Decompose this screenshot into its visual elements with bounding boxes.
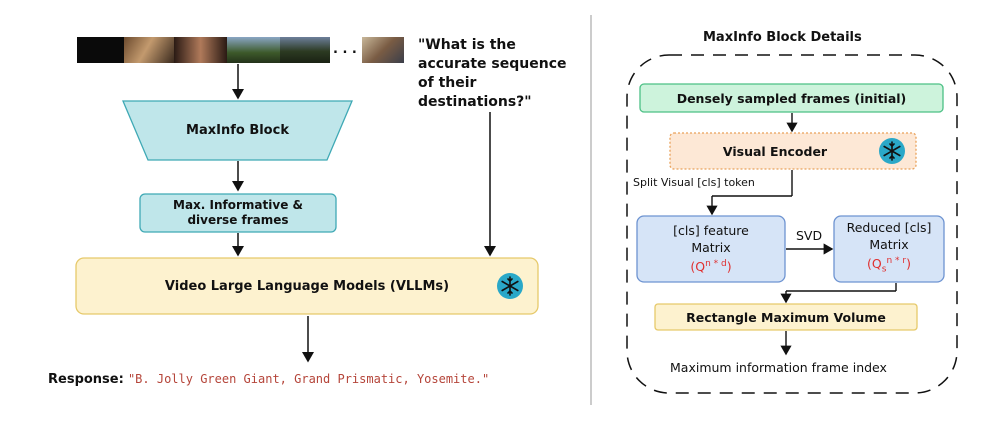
reduced-formula-sub: s: [881, 264, 887, 275]
dense-frames-label: Densely sampled frames (initial): [676, 90, 907, 106]
split-token-label: Split Visual [cls] token: [632, 176, 756, 189]
cls-matrix-formula-sup: n * d: [705, 259, 727, 270]
rect-max-volume-shape: [654, 303, 918, 331]
video-frame-last: [362, 37, 404, 63]
cls-matrix-line-1: [cls] feature: [673, 223, 749, 239]
cls-matrix-formula-close: ): [726, 259, 732, 275]
informative-line-1: Max. Informative &: [173, 198, 303, 212]
informative-frames-shape: [139, 193, 337, 233]
dense-frames-shape: [639, 83, 944, 113]
snowflake-icon: [496, 272, 524, 300]
video-frame-5: [280, 37, 330, 63]
question-line-1: "What is the: [418, 37, 516, 53]
reduced-line-2: Matrix: [869, 237, 909, 253]
cls-matrix-line-2: Matrix: [691, 240, 731, 256]
video-frame-4: [227, 37, 280, 63]
reduced-line-1: Reduced [cls]: [846, 220, 932, 236]
informative-line-2: diverse frames: [187, 213, 289, 227]
visual-encoder-label: Visual Encoder: [722, 143, 828, 159]
response-line: Response: "B. Jolly Green Giant, Grand P…: [48, 372, 489, 387]
svd-label: SVD: [796, 228, 823, 243]
snowflake-icon-encoder: [878, 137, 906, 165]
reduced-formula-open: (Q: [867, 256, 882, 272]
cls-matrix-formula-open: (Q: [690, 259, 706, 275]
question-line-4: destinations?": [418, 94, 532, 110]
question-line-3: of their: [418, 75, 477, 91]
cls-matrix-label: [cls] feature Matrix (Qn * d): [637, 216, 785, 282]
informative-frames-label: Max. Informative & diverse frames: [140, 194, 336, 232]
rect-max-volume-label: Rectangle Maximum Volume: [686, 309, 886, 325]
visual-encoder-shape: [669, 132, 917, 170]
question-line-2: accurate sequence: [418, 56, 567, 72]
video-frame-1: [77, 37, 124, 63]
response-text: "B. Jolly Green Giant, Grand Prismatic, …: [127, 372, 490, 386]
reduced-matrix-shape: [833, 215, 945, 283]
reduced-formula-close: ): [906, 256, 911, 272]
details-title: MaxInfo Block Details: [703, 30, 862, 45]
reduced-matrix-label: Reduced [cls] Matrix (Qsn * r): [834, 216, 944, 282]
reduced-formula-sup: n * r: [886, 256, 907, 267]
question-text: "What is the accurate sequence of their …: [418, 36, 567, 112]
cls-matrix-formula: (Qn * d): [690, 256, 731, 275]
max-info-index-label: Maximum information frame index: [670, 360, 887, 375]
maxinfo-block-shape: [122, 100, 353, 161]
maxinfo-block-label: MaxInfo Block: [186, 123, 289, 138]
cls-matrix-shape: [636, 215, 786, 283]
video-frame-3: [174, 37, 227, 63]
vllm-shape: [75, 257, 539, 315]
details-dashed-border: [626, 54, 958, 394]
reduced-matrix-formula: (Qsn * r): [867, 253, 911, 279]
video-frame-2: [124, 37, 174, 63]
frames-ellipsis: . . .: [333, 42, 357, 57]
response-label: Response:: [48, 372, 124, 387]
vllm-label: Video Large Language Models (VLLMs): [164, 278, 450, 294]
